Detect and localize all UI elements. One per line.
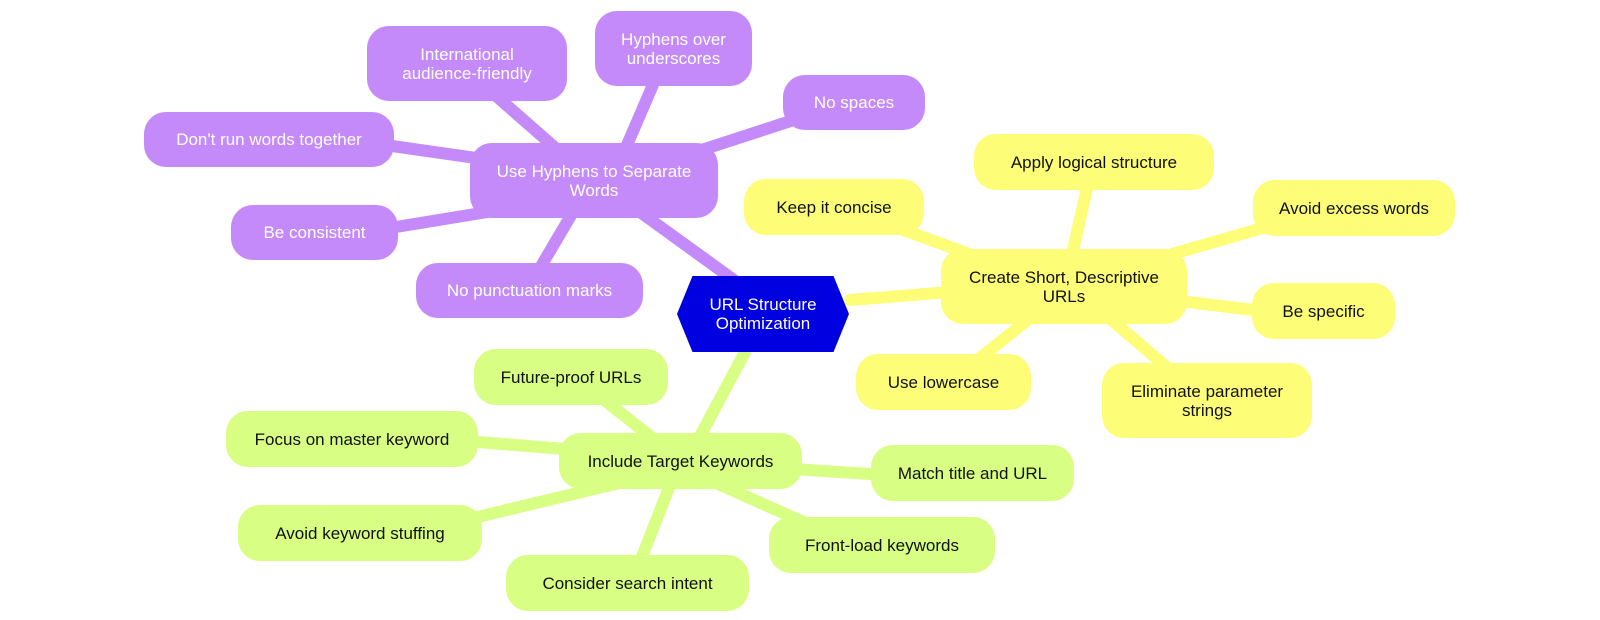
leaf-keep-it-concise: Keep it concise xyxy=(744,179,924,235)
branch-create-short-descriptive-urls: Create Short, Descriptive URLs xyxy=(941,249,1187,324)
leaf-avoid-excess-words: Avoid excess words xyxy=(1253,180,1455,236)
leaf-front-load-keywords: Front-load keywords xyxy=(769,517,995,573)
leaf-consider-search-intent: Consider search intent xyxy=(506,555,749,611)
leaf-eliminate-parameter-strings: Eliminate parameter strings xyxy=(1102,363,1312,438)
root-node: URL Structure Optimization xyxy=(677,276,849,352)
branch-include-target-keywords: Include Target Keywords xyxy=(559,433,802,489)
leaf-avoid-keyword-stuffing: Avoid keyword stuffing xyxy=(238,505,482,561)
leaf-future-proof-urls: Future-proof URLs xyxy=(474,349,668,405)
leaf-use-lowercase: Use lowercase xyxy=(856,354,1031,410)
leaf-be-consistent: Be consistent xyxy=(231,205,398,260)
leaf-be-specific: Be specific xyxy=(1252,283,1395,339)
leaf-no-spaces: No spaces xyxy=(783,75,925,130)
branch-use-hyphens: Use Hyphens to Separate Words xyxy=(470,143,718,218)
leaf-international-audience-friendly: International audience-friendly xyxy=(367,26,567,101)
link-keywords-intent xyxy=(634,474,678,568)
leaf-focus-on-master-keyword: Focus on master keyword xyxy=(226,411,478,467)
leaf-match-title-and-url: Match title and URL xyxy=(871,445,1074,501)
leaf-hyphens-over-underscores: Hyphens over underscores xyxy=(595,11,752,86)
leaf-dont-run-words-together: Don't run words together xyxy=(144,112,394,167)
leaf-no-punctuation-marks: No punctuation marks xyxy=(416,263,643,318)
leaf-apply-logical-structure: Apply logical structure xyxy=(974,134,1214,190)
